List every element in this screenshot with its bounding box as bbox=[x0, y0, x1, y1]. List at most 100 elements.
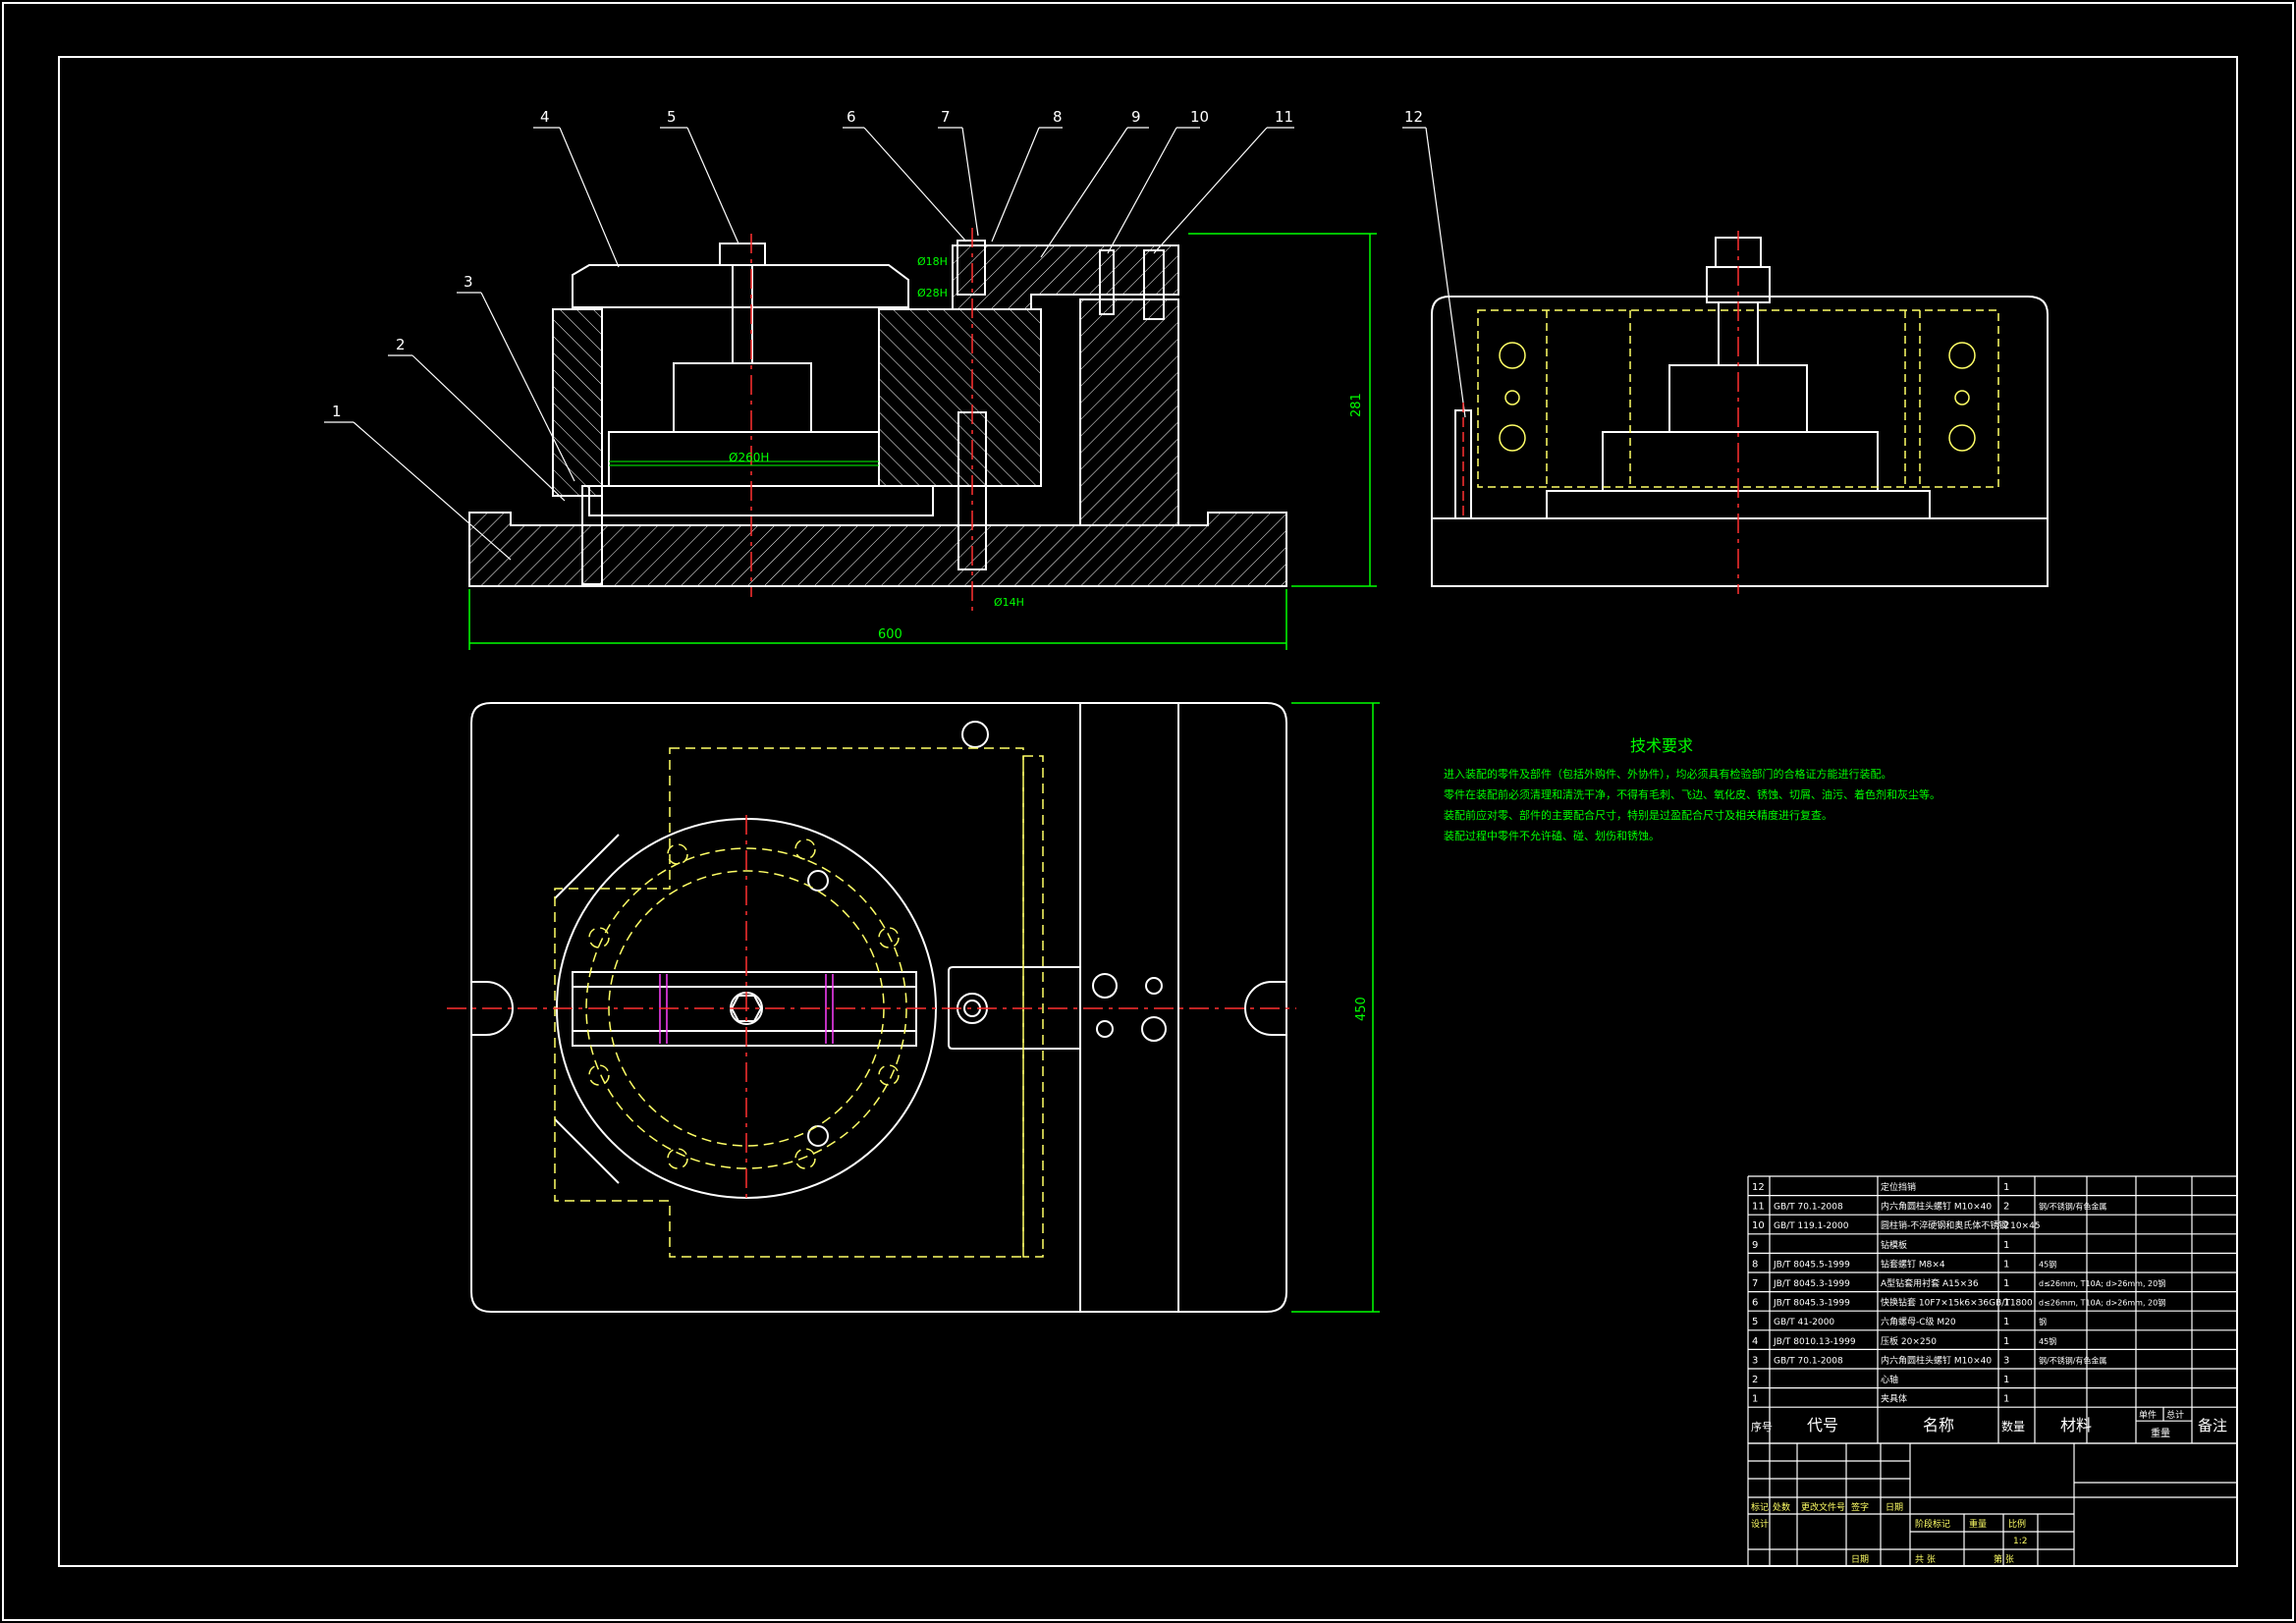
callout-9: 9 bbox=[1131, 108, 1141, 126]
bom-cell-name: 内六角圆柱头螺钉 M10×40 bbox=[1881, 1354, 1992, 1366]
top-view-hidden bbox=[554, 747, 1044, 1258]
bom-cell-material: 钢/不锈钢/有色金属 bbox=[2039, 1355, 2106, 1365]
callout-5: 5 bbox=[667, 108, 677, 126]
tb-scale-value: 1:2 bbox=[2013, 1537, 2027, 1546]
side-view-holes bbox=[1499, 342, 1976, 452]
bom-cell-qty: 1 bbox=[2003, 1336, 2009, 1347]
bom-cell-qty: 1 bbox=[2003, 1240, 2009, 1251]
bom-cell-qty: 3 bbox=[2003, 1355, 2009, 1366]
bom-cell-qty: 1 bbox=[2003, 1375, 2009, 1385]
dimension-281 bbox=[1188, 233, 1377, 587]
bom-cell-qty: 1 bbox=[2003, 1182, 2009, 1193]
dim-281-label: 281 bbox=[1349, 393, 1364, 417]
bom-cell-name: 夹具体 bbox=[1881, 1393, 1907, 1405]
tb-count: 处数 bbox=[1773, 1501, 1790, 1513]
tb-date2: 日期 bbox=[1851, 1554, 1869, 1565]
callout-10: 10 bbox=[1190, 108, 1209, 126]
bom-header-no: 序号 bbox=[1751, 1420, 1773, 1434]
dim-d18-label: Ø18H bbox=[917, 255, 948, 268]
bom-table-grid bbox=[1747, 1175, 2238, 1444]
bom-cell-no: 4 bbox=[1752, 1336, 1758, 1347]
tb-sign: 签字 bbox=[1851, 1501, 1869, 1513]
dim-d28-label: Ø28H bbox=[917, 287, 948, 299]
tech-line-2: 零件在装配前必须清理和清洗干净，不得有毛刺、飞边、氧化皮、锈蚀、切屑、油污、着色… bbox=[1444, 787, 1941, 801]
bom-cell-name: 圆柱销-不淬硬钢和奥氏体不锈钢 10×45 bbox=[1881, 1219, 2041, 1231]
bom-cell-material: 45钢 bbox=[2039, 1336, 2056, 1346]
bom-header-single: 单件 bbox=[2139, 1409, 2157, 1421]
bom-cell-qty: 2 bbox=[2003, 1202, 2009, 1213]
dim-d14-label: Ø14H bbox=[994, 596, 1024, 609]
tb-weight: 重量 bbox=[1969, 1518, 1987, 1530]
bom-cell-material: 45钢 bbox=[2039, 1259, 2056, 1269]
bom-cell-no: 1 bbox=[1752, 1394, 1758, 1405]
tb-mark: 标记 bbox=[1751, 1501, 1769, 1513]
dim-600-label: 600 bbox=[878, 627, 902, 642]
bom-header-name: 名称 bbox=[1923, 1416, 1954, 1434]
bom-header-note: 备注 bbox=[2198, 1417, 2227, 1434]
bom-cell-qty: 1 bbox=[2003, 1278, 2009, 1289]
callout-12: 12 bbox=[1404, 108, 1423, 126]
bom-header-total: 总计 bbox=[2166, 1409, 2184, 1421]
bom-cell-qty: 1 bbox=[2003, 1317, 2009, 1327]
tb-sheet: 第 张 bbox=[1994, 1553, 2014, 1565]
tech-title: 技术要求 bbox=[1630, 736, 1693, 755]
bom-cell-material: d≤26mm, T10A; d>26mm, 20钢 bbox=[2039, 1298, 2165, 1308]
tech-line-3: 装配前应对零、部件的主要配合尺寸，特别是过盈配合尺寸及相关精度进行复查。 bbox=[1444, 808, 1832, 822]
bom-cell-code: JB/T 8045.3-1999 bbox=[1773, 1299, 1850, 1309]
bom-cell-code: JB/T 8010.13-1999 bbox=[1773, 1337, 1856, 1347]
bom-cell-name: 压板 20×250 bbox=[1881, 1335, 1937, 1347]
bom-cell-material: d≤26mm, T10A; d>26mm, 20钢 bbox=[2039, 1278, 2165, 1288]
bom-cell-name: 心轴 bbox=[1881, 1374, 1898, 1385]
dim-d260-label: Ø260H bbox=[729, 451, 769, 464]
tech-line-1: 进入装配的零件及部件（包括外购件、外协件），均必须具有检验部门的合格证方能进行装… bbox=[1444, 767, 1892, 781]
callout-4: 4 bbox=[540, 108, 550, 126]
bom-cell-code: GB/T 70.1-2008 bbox=[1774, 1356, 1843, 1366]
tb-scale: 比例 bbox=[2008, 1518, 2026, 1530]
tb-date: 日期 bbox=[1886, 1502, 1903, 1513]
bom-cell-name: 快换钻套 10F7×15k6×36GB/T1800 bbox=[1881, 1297, 2033, 1309]
tb-zone: 更改文件号 bbox=[1801, 1501, 1845, 1513]
dimension-450 bbox=[1291, 702, 1380, 1313]
bom-cell-no: 10 bbox=[1752, 1220, 1765, 1231]
tb-stage: 阶段标记 bbox=[1915, 1518, 1950, 1530]
bom-cell-no: 9 bbox=[1752, 1240, 1758, 1251]
bom-cell-code: GB/T 70.1-2008 bbox=[1774, 1203, 1843, 1213]
dim-450-label: 450 bbox=[1354, 997, 1369, 1021]
bom-cell-no: 6 bbox=[1752, 1298, 1758, 1309]
callout-8: 8 bbox=[1053, 108, 1063, 126]
bom-header-code: 代号 bbox=[1807, 1416, 1838, 1434]
bom-cell-no: 5 bbox=[1752, 1317, 1758, 1327]
bom-cell-qty: 1 bbox=[2003, 1394, 2009, 1405]
front-section-view bbox=[468, 240, 1287, 587]
bom-cell-name: 内六角圆柱头螺钉 M10×40 bbox=[1881, 1201, 1992, 1213]
bom-header-weight: 重量 bbox=[2151, 1427, 2170, 1439]
bom-cell-no: 11 bbox=[1752, 1202, 1765, 1213]
bom-cell-name: 钻模板 bbox=[1881, 1239, 1907, 1251]
callout-leaders bbox=[324, 127, 1466, 561]
inner-border bbox=[58, 56, 2238, 1567]
top-view bbox=[470, 702, 1287, 1313]
bom-cell-name: 六角螺母-C级 M20 bbox=[1881, 1316, 1956, 1327]
tb-design: 设计 bbox=[1751, 1518, 1769, 1530]
dimension-600 bbox=[468, 589, 1287, 650]
side-view bbox=[1431, 237, 2049, 587]
bom-cell-code: GB/T 119.1-2000 bbox=[1774, 1221, 1849, 1231]
bom-cell-no: 8 bbox=[1752, 1259, 1758, 1270]
bom-cell-no: 7 bbox=[1752, 1278, 1758, 1289]
bom-cell-no: 12 bbox=[1752, 1182, 1765, 1193]
callout-1: 1 bbox=[332, 403, 342, 420]
bom-cell-material: 钢 bbox=[2039, 1317, 2047, 1326]
bom-cell-code: JB/T 8045.5-1999 bbox=[1773, 1260, 1850, 1270]
bom-cell-no: 3 bbox=[1752, 1355, 1758, 1366]
callout-3: 3 bbox=[464, 273, 473, 291]
callout-11: 11 bbox=[1275, 108, 1293, 126]
tech-line-4: 装配过程中零件不允许磕、碰、划伤和锈蚀。 bbox=[1444, 829, 1660, 842]
bom-cell-name: A型钻套用衬套 A15×36 bbox=[1881, 1277, 1979, 1289]
callout-2: 2 bbox=[396, 336, 406, 353]
bom-cell-code: GB/T 41-2000 bbox=[1774, 1318, 1834, 1327]
callout-7: 7 bbox=[941, 108, 951, 126]
bom-cell-qty: 1 bbox=[2003, 1259, 2009, 1270]
